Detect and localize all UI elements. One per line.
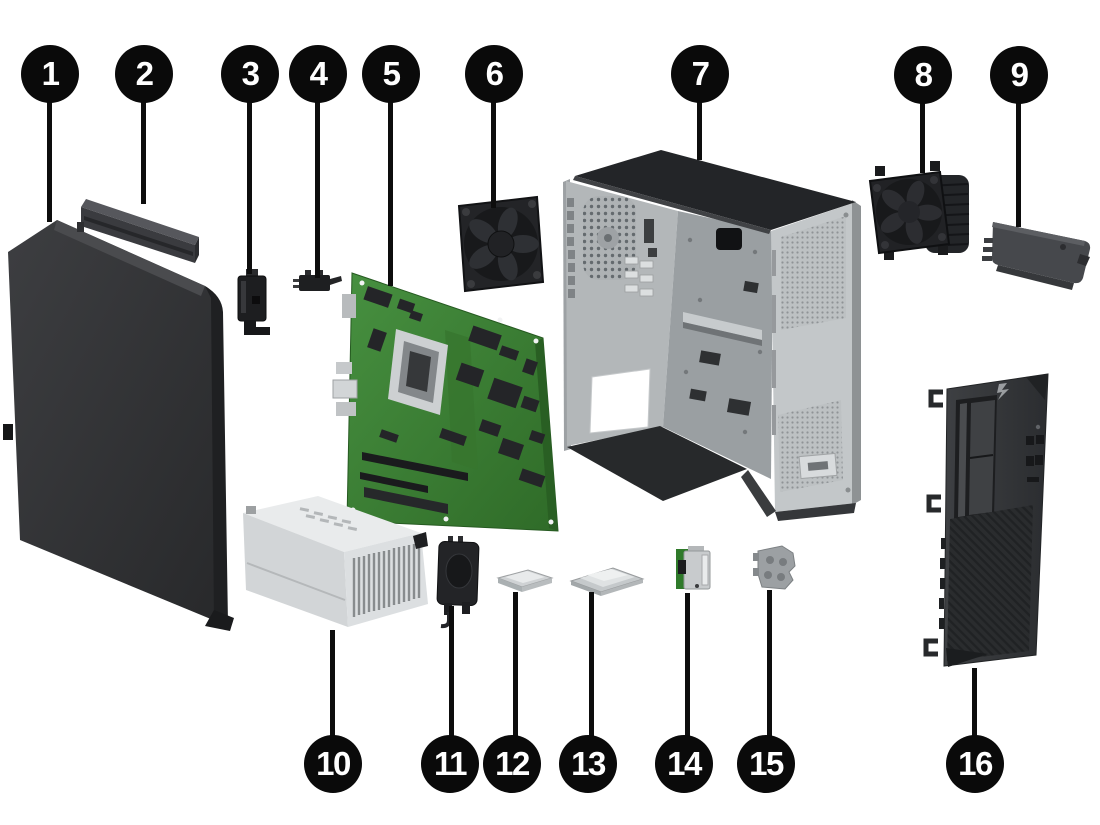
- leader-line-15: [767, 590, 772, 736]
- part-8-cpu-cooler: [868, 161, 970, 260]
- callout-1: 1: [21, 45, 79, 103]
- callout-8: 8: [894, 46, 952, 104]
- part-7-chassis: [563, 150, 861, 521]
- callout-9-number: 9: [1010, 55, 1029, 93]
- callout-14-number: 14: [667, 744, 702, 782]
- callout-13-number: 13: [571, 744, 606, 782]
- part-4-connector: [293, 270, 342, 291]
- callout-2: 2: [115, 45, 173, 103]
- leader-line-10: [330, 630, 335, 736]
- part-3-switch: [237, 269, 270, 335]
- callout-2-number: 2: [135, 54, 154, 92]
- callout-11: 11: [421, 735, 479, 793]
- callout-10: 10: [304, 735, 362, 793]
- leader-line-5: [388, 100, 393, 286]
- part-6-chassis-fan: [457, 195, 545, 293]
- part-13-processor: [569, 567, 645, 596]
- part-10-power-supply: [243, 496, 428, 627]
- callout-4-number: 4: [309, 54, 328, 92]
- part-16-front-bezel: [923, 373, 1049, 667]
- leader-line-11: [449, 606, 454, 736]
- callout-3-number: 3: [241, 54, 260, 92]
- leader-line-9: [1016, 101, 1021, 227]
- callout-5: 5: [362, 45, 420, 103]
- callout-4: 4: [289, 45, 347, 103]
- callout-6-number: 6: [485, 54, 504, 92]
- part-9-rear-cover: [982, 222, 1091, 290]
- part-12-processor: [496, 569, 554, 592]
- callout-12: 12: [483, 735, 541, 793]
- part-2-bay-blank: [77, 199, 199, 263]
- part-11-speaker: [436, 536, 480, 629]
- leader-line-6: [491, 100, 496, 208]
- callout-15: 15: [737, 735, 795, 793]
- callout-6: 6: [465, 45, 523, 103]
- leader-line-8: [920, 101, 925, 173]
- callout-12-number: 12: [495, 744, 530, 782]
- callout-11-number: 11: [434, 744, 467, 782]
- leader-line-4: [315, 100, 320, 278]
- leader-line-2: [141, 100, 146, 204]
- callout-1-number: 1: [41, 54, 60, 92]
- part-5-motherboard: [332, 272, 559, 532]
- callout-15-number: 15: [749, 744, 784, 782]
- callout-8-number: 8: [914, 55, 933, 93]
- leader-line-12: [513, 592, 518, 736]
- callout-13: 13: [559, 735, 617, 793]
- leader-line-13: [589, 592, 594, 736]
- leader-line-3: [247, 100, 252, 274]
- callout-10-number: 10: [316, 744, 351, 782]
- leader-line-7: [697, 100, 702, 160]
- leader-line-16: [972, 668, 977, 736]
- callout-7-number: 7: [691, 54, 710, 92]
- callout-9: 9: [990, 46, 1048, 104]
- callout-5-number: 5: [382, 54, 401, 92]
- leader-line-14: [685, 593, 690, 736]
- leader-line-1: [47, 100, 52, 222]
- callout-16: 16: [946, 735, 1004, 793]
- callout-3: 3: [221, 45, 279, 103]
- part-15-bracket: [753, 545, 796, 590]
- callout-7: 7: [671, 45, 729, 103]
- part-14-module: [676, 546, 711, 590]
- hp-z-logo: [997, 383, 1009, 400]
- callout-14: 14: [655, 735, 713, 793]
- callout-16-number: 16: [958, 744, 993, 782]
- part-1-side-panel: [3, 220, 234, 631]
